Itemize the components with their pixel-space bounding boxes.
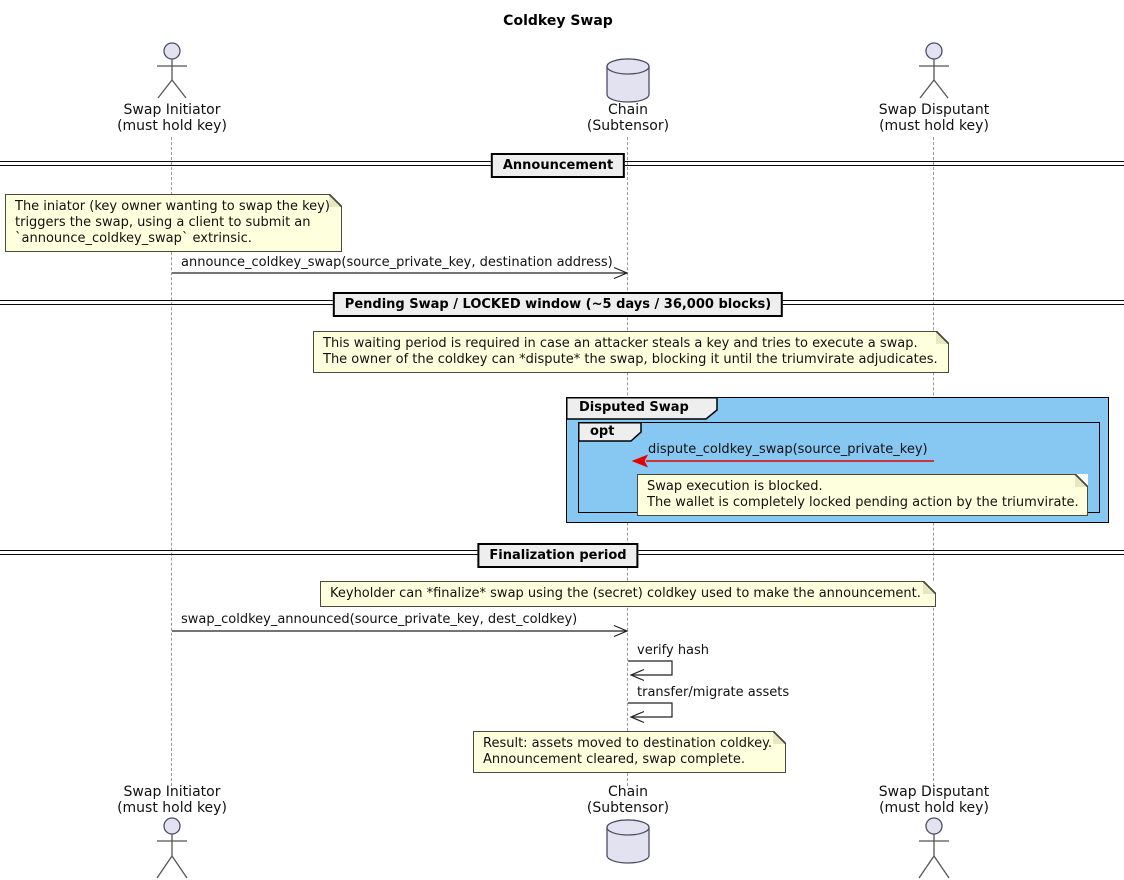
actor-subtitle-initiator-bottom: (must hold key)	[117, 800, 227, 816]
note-initiate: The iniator (key owner wanting to swap t…	[5, 194, 342, 252]
message-finalize-call: swap_coldkey_announced(source_private_ke…	[181, 612, 578, 627]
divider-announcement: Announcement	[490, 153, 626, 178]
actor-name-chain: Chain	[608, 102, 648, 118]
arrow-finalize	[172, 624, 629, 638]
actor-name-disputant-bottom: Swap Disputant	[878, 784, 990, 800]
note-waiting: This waiting period is required in case …	[313, 331, 949, 373]
message-announce: announce_coldkey_swap(source_private_key…	[181, 255, 613, 270]
divider-finalization: Finalization period	[477, 543, 639, 568]
message-verify-hash: verify hash	[637, 643, 710, 658]
database-icon	[605, 57, 651, 105]
actor-name-initiator-bottom: Swap Initiator	[123, 784, 221, 800]
actor-name-disputant: Swap Disputant	[878, 102, 990, 118]
actor-subtitle-disputant: (must hold key)	[879, 118, 989, 134]
lifeline-initiator	[171, 137, 172, 786]
diagram-title: Coldkey Swap	[503, 13, 613, 29]
divider-pending: Pending Swap / LOCKED window (~5 days / …	[332, 292, 784, 317]
actor-icon	[914, 816, 954, 880]
group-title: Disputed Swap	[579, 400, 689, 415]
message-transfer-assets: transfer/migrate assets	[637, 685, 790, 700]
note-line: Announcement cleared, swap complete.	[483, 752, 745, 767]
note-line: This waiting period is required in case …	[323, 336, 918, 351]
opt-fragment-label: opt	[590, 424, 615, 439]
message-dispute: dispute_coldkey_swap(source_private_key)	[648, 442, 928, 457]
actor-icon	[152, 816, 192, 880]
actor-name-chain-bottom: Chain	[608, 784, 648, 800]
arrow-verify-self	[628, 660, 673, 682]
group-tab-icon	[566, 397, 718, 420]
note-line: The wallet is completely locked pending …	[647, 495, 1079, 510]
note-finalize: Keyholder can *finalize* swap using the …	[320, 581, 936, 607]
actor-subtitle-chain: (Subtensor)	[586, 118, 670, 134]
arrow-transfer-self	[628, 702, 673, 724]
note-line: The iniator (key owner wanting to swap t…	[15, 199, 330, 214]
actor-icon	[914, 42, 954, 100]
note-blocked: Swap execution is blocked. The wallet is…	[637, 474, 1088, 516]
note-line: triggers the swap, using a client to sub…	[15, 215, 311, 230]
actor-subtitle-initiator: (must hold key)	[117, 118, 227, 134]
opt-tab-icon	[578, 422, 642, 442]
actor-icon	[152, 42, 192, 100]
database-icon	[605, 818, 651, 866]
note-line: Swap execution is blocked.	[647, 479, 823, 494]
actor-name-initiator: Swap Initiator	[123, 102, 221, 118]
actor-subtitle-chain-bottom: (Subtensor)	[586, 800, 670, 816]
actor-subtitle-disputant-bottom: (must hold key)	[879, 800, 989, 816]
note-result: Result: assets moved to destination cold…	[473, 731, 786, 773]
note-line: `announce_coldkey_swap` extrinsic.	[15, 231, 252, 246]
note-line: Keyholder can *finalize* swap using the …	[330, 586, 921, 601]
note-line: Result: assets moved to destination cold…	[483, 736, 773, 751]
note-line: The owner of the coldkey can *dispute* t…	[323, 352, 938, 367]
